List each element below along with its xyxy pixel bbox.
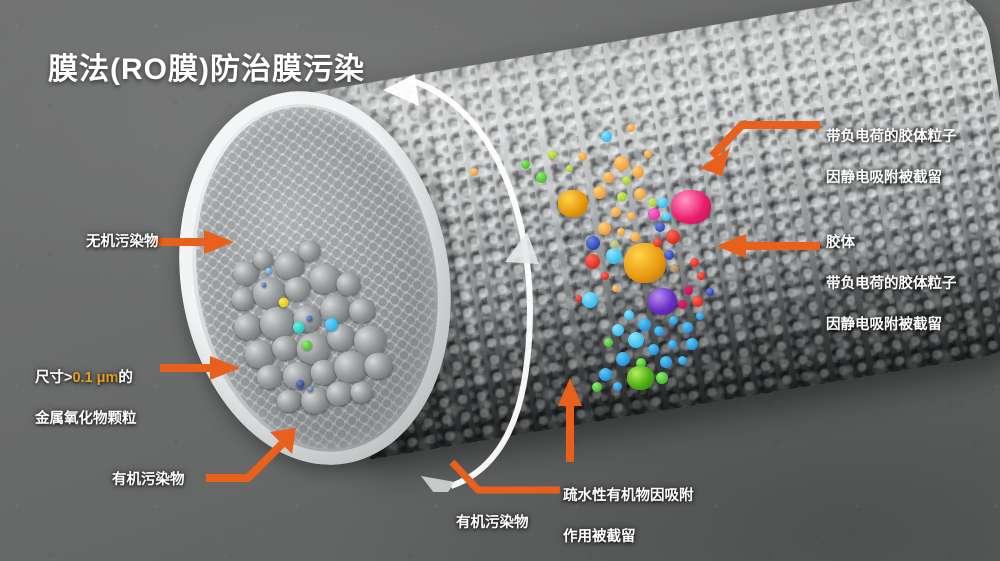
arrow-metal-oxide: [160, 356, 240, 380]
colloid-line-1: 胶体: [826, 234, 855, 251]
colloid-line-2: 带负电荷的胶体粒子: [826, 275, 957, 292]
arrow-colloid-right: [716, 234, 820, 258]
label-colloid-right: 胶体 带负电荷的胶体粒子 因静电吸附被截留: [826, 212, 957, 356]
page-title: 膜法(RO膜)防治膜污染: [48, 53, 365, 86]
metal-oxide-suffix: 的: [118, 369, 133, 386]
colloid-line-3: 因静电吸附被截留: [826, 316, 942, 333]
rotation-direction-arrow: [383, 74, 539, 492]
label-metal-oxide-particles: 尺寸>0.1 μm的 金属氧化物颗粒: [35, 347, 137, 450]
label-inorganic-pollutant: 无机污染物: [86, 234, 159, 250]
hydrophobic-line-2: 作用被截留: [563, 528, 636, 545]
arrow-inorganic-pollutant: [152, 230, 234, 254]
label-organic-pollutant-left: 有机污染物: [112, 472, 185, 488]
leader-organic-pollutant-bottom: [449, 459, 560, 494]
arrow-organic-pollutant-left: [206, 428, 296, 482]
label-organic-pollutant-bottom: 有机污染物: [456, 515, 529, 531]
arrow-charged-colloid-top: [700, 121, 820, 176]
charged-colloid-line-1: 带负电荷的胶体粒子: [826, 128, 957, 145]
charged-colloid-line-2: 因静电吸附被截留: [826, 169, 942, 186]
metal-oxide-prefix: 尺寸>: [35, 369, 73, 386]
metal-oxide-line-1: 尺寸>0.1 μm的: [35, 368, 137, 389]
label-hydrophobic-organics: 疏水性有机物因吸附 作用被截留: [563, 465, 694, 561]
arrow-hydrophobic-organics: [558, 378, 582, 462]
hydrophobic-line-1: 疏水性有机物因吸附: [563, 487, 694, 504]
metal-oxide-size-highlight: 0.1 μm: [72, 369, 119, 386]
metal-oxide-line-2: 金属氧化物颗粒: [35, 410, 137, 427]
label-charged-colloid-top: 带负电荷的胶体粒子 因静电吸附被截留: [826, 106, 957, 209]
